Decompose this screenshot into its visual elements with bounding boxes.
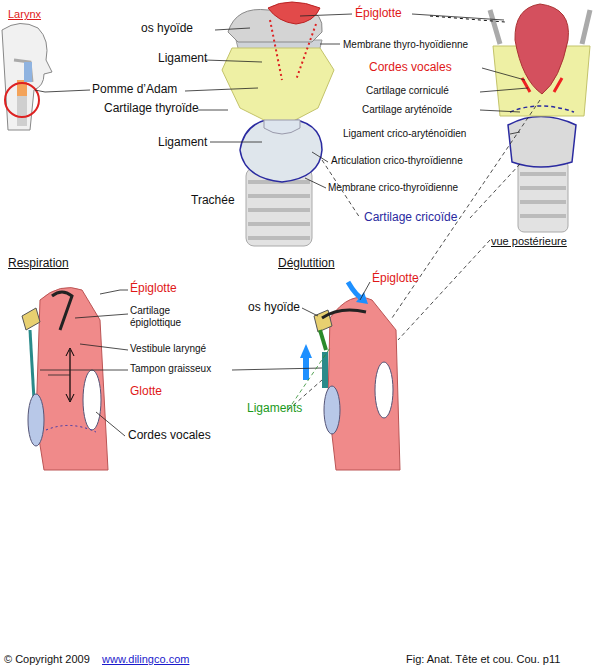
part-label: Épiglotte [130, 282, 177, 296]
part-label: Vestibule laryngé [130, 343, 206, 355]
dashed-leaders [288, 100, 540, 410]
part-label: Cordes vocales [369, 61, 452, 75]
part-label: Cartilage cricoïde [364, 211, 457, 225]
part-label: Trachée [191, 194, 235, 208]
part-label: os hyoïde [248, 301, 300, 315]
part-label: Larynx [8, 8, 41, 21]
part-label: Épiglotte [355, 7, 402, 21]
part-label: os hyoïde [141, 22, 193, 36]
larynx-sagittal-swallowing [300, 282, 400, 470]
dashed-leader [430, 16, 505, 22]
leader-lines [35, 14, 528, 436]
part-label: Membrane thyro-hyoïdienne [343, 39, 468, 51]
part-label: Glotte [130, 385, 162, 399]
part-label: Épiglotte [372, 272, 419, 286]
part-label: Cartilage épiglottique [130, 305, 202, 328]
part-label: Cartilage corniculé [366, 85, 449, 97]
part-label: © Copyright 2009 [4, 653, 90, 666]
larynx-sagittal-breathing [22, 288, 108, 470]
part-label: Ligament crico-aryténoïdien [343, 128, 466, 140]
part-label: Tampon graisseux [130, 363, 211, 375]
part-label: www.dilingco.com [102, 653, 189, 666]
larynx-anterior [222, 2, 334, 246]
part-label: Membrane crico-thyroïdienne [328, 182, 458, 194]
figure-caption: Fig: Anat. Tête et cou. Cou. p11 [406, 653, 560, 666]
part-label: Déglutition [278, 257, 335, 271]
part-label: Articulation crico-thyroïdienne [331, 155, 463, 167]
part-label: Pomme d’Adam [92, 83, 177, 97]
head-inset [2, 23, 52, 130]
part-label: Cartilage thyroïde [104, 102, 199, 116]
part-label: Ligaments [247, 402, 302, 416]
part-label: Cartilage aryténoïde [362, 104, 452, 116]
larynx-posterior [490, 4, 590, 232]
part-label: Ligament [158, 136, 207, 150]
part-label: Ligament [158, 52, 207, 66]
part-label: Respiration [8, 257, 69, 271]
part-label: Cordes vocales [128, 429, 211, 443]
part-label: vue postérieure [491, 235, 567, 248]
